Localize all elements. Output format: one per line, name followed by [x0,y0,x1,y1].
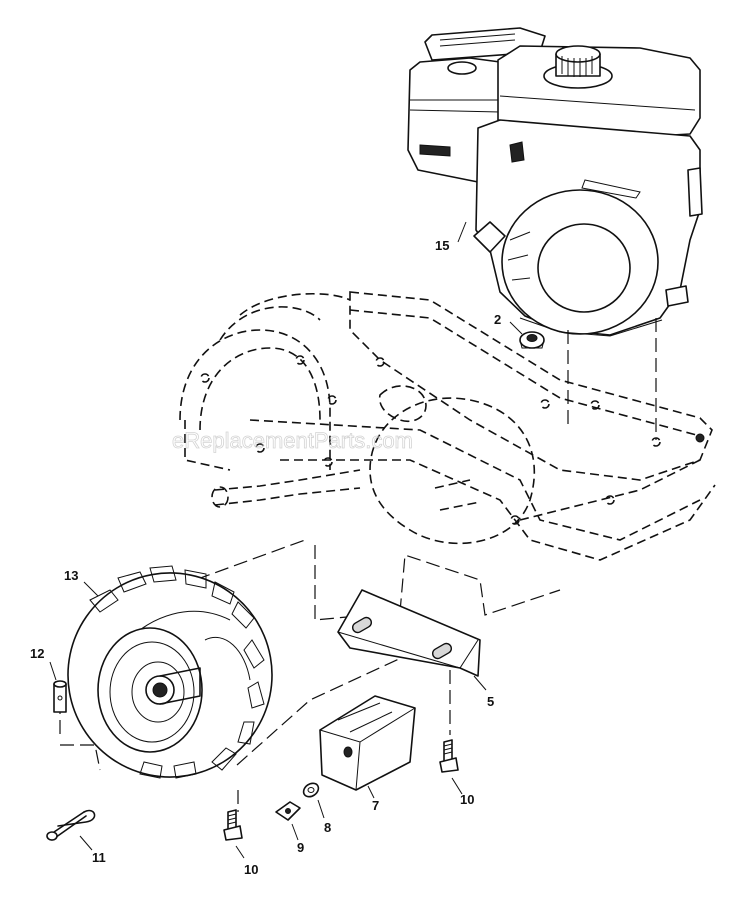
part-label-10a: 10 [460,792,474,807]
nut [519,331,545,349]
engine [407,27,703,337]
part-label-15: 15 [435,238,449,253]
bracket [337,589,481,677]
clip-pin [46,809,96,841]
part-label-13: 13 [64,568,78,583]
washers [275,782,320,821]
weight-block [319,695,416,791]
part-label-5: 5 [487,694,494,709]
part-label-11: 11 [92,850,106,865]
watermark: eReplacementParts.com [172,428,413,453]
part-labels: 15 2 5 7 8 9 10 10 11 12 13 [30,238,501,877]
part-label-9: 9 [297,840,304,855]
part-label-7: 7 [372,798,379,813]
leader-lines [49,221,523,859]
part-label-12: 12 [30,646,44,661]
part-label-8: 8 [324,820,331,835]
pin [53,680,67,713]
part-label-10b: 10 [244,862,258,877]
wheel [67,565,273,779]
tiller-frame [179,291,716,561]
bolts [223,739,459,841]
part-label-2: 2 [494,312,501,327]
